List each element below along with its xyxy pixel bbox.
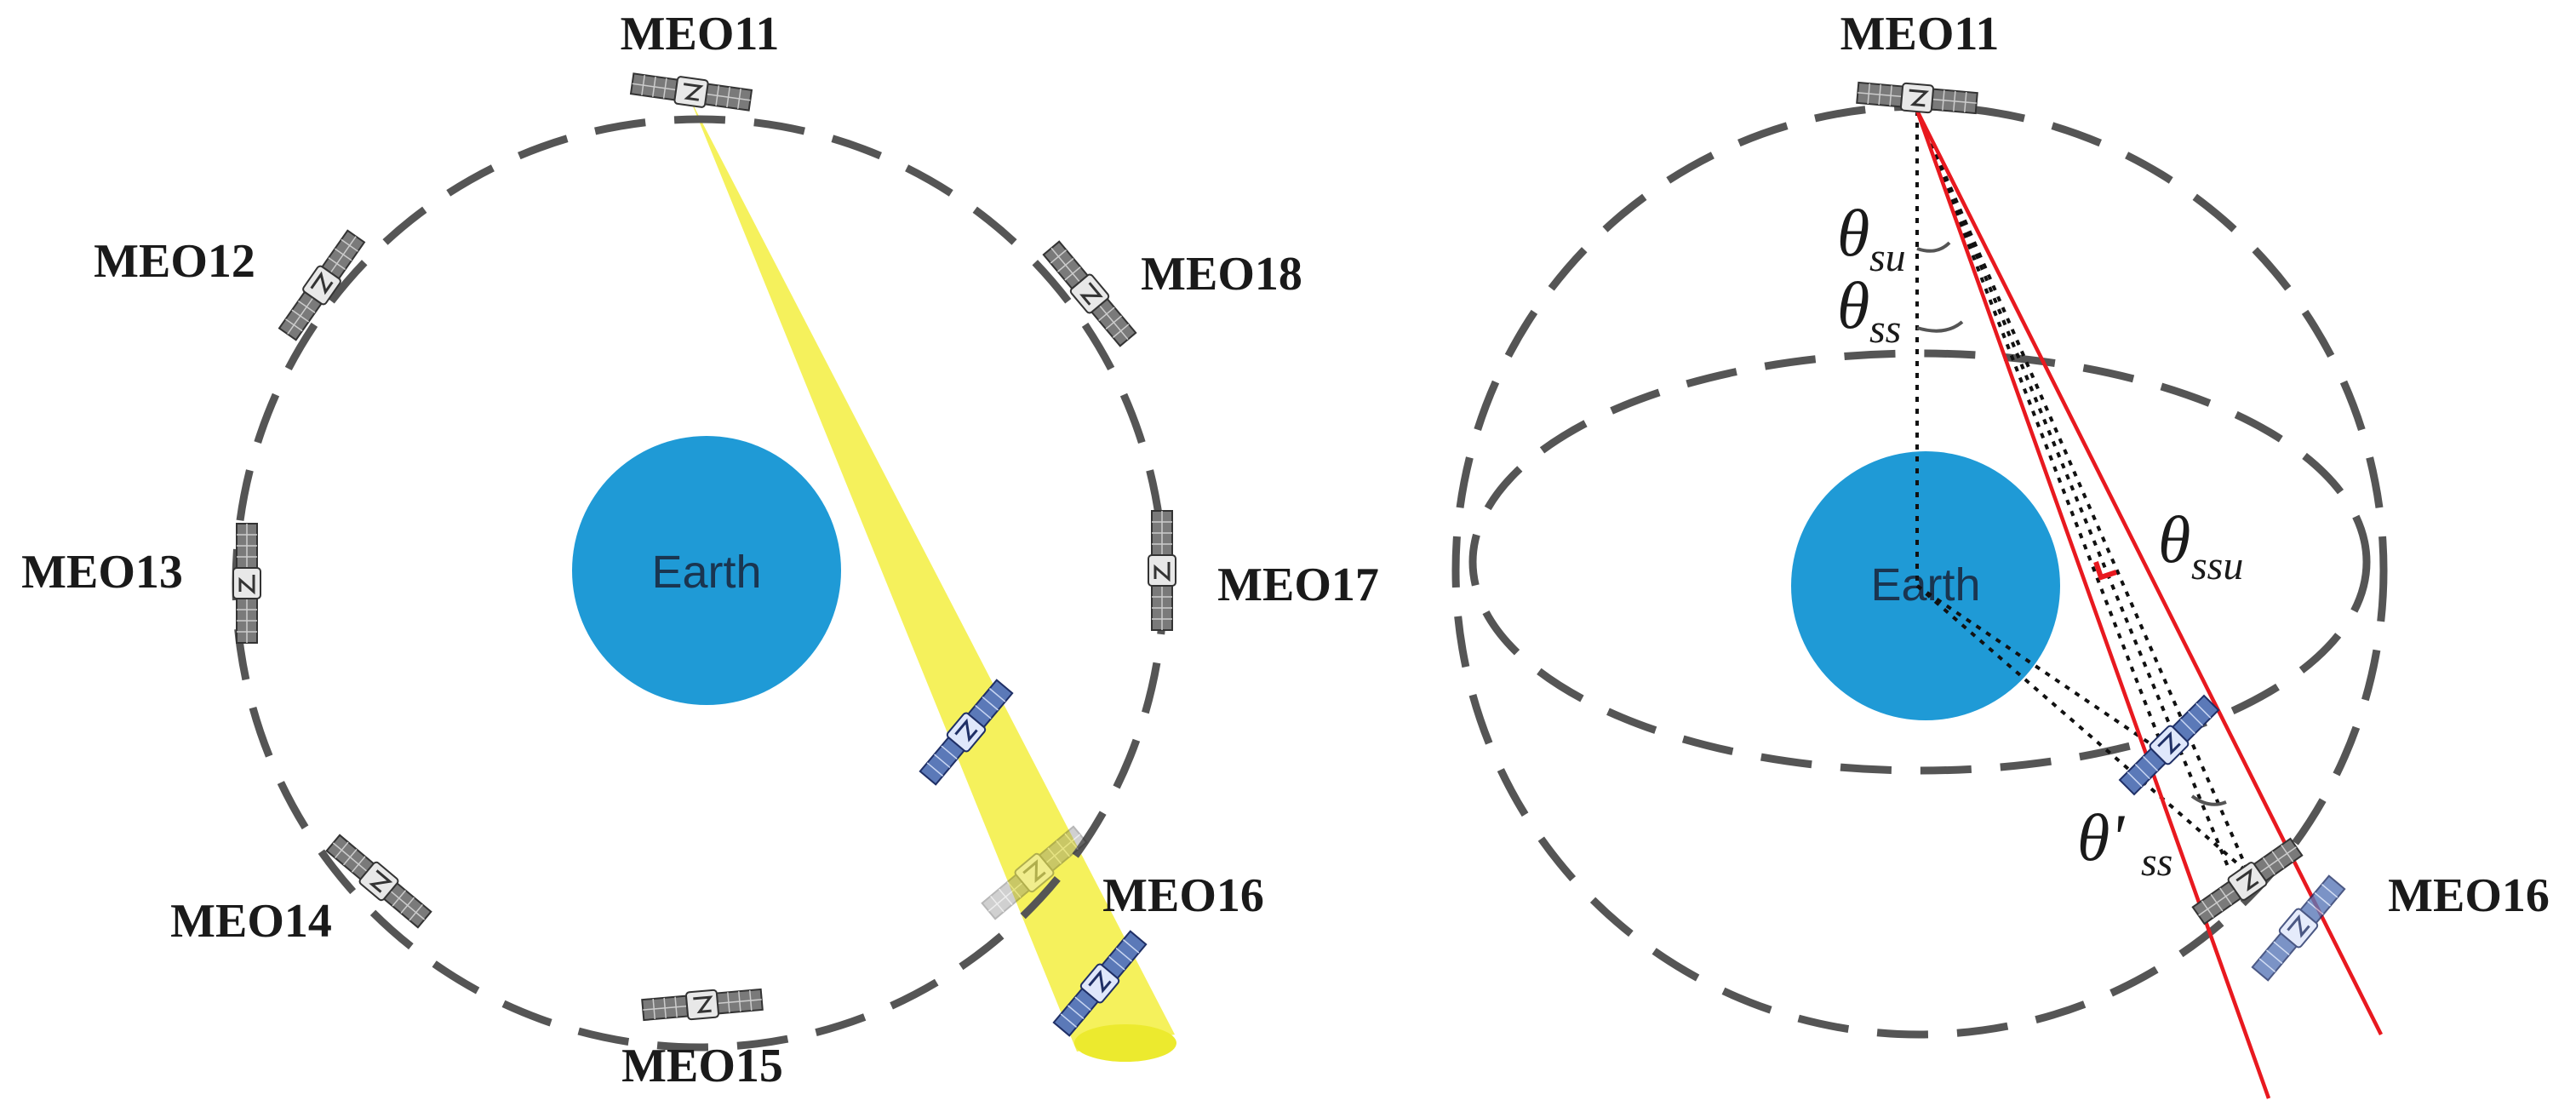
- right-label-meo11: MEO11: [1840, 8, 2000, 60]
- satellite-meo11-icon: [628, 68, 754, 116]
- svg-text:θ: θ: [2158, 502, 2190, 576]
- satellite-meo15-icon: [640, 984, 764, 1025]
- right-satellite-meo16-icon: [2189, 834, 2306, 928]
- svg-text:ss: ss: [2141, 840, 2172, 885]
- red-boundary-lines: [1915, 109, 2384, 1099]
- label-meo11: MEO11: [621, 8, 780, 60]
- coverage-beam: [690, 98, 1175, 1052]
- svg-text:ss: ss: [1869, 307, 1901, 352]
- red-angle-marker: [2093, 561, 2117, 581]
- left-earth: [572, 436, 841, 705]
- satellite-meo13-icon: [232, 522, 262, 645]
- label-meo17: MEO17: [1217, 559, 1379, 611]
- label-meo13: MEO13: [21, 546, 183, 599]
- label-meo14: MEO14: [170, 895, 332, 948]
- right-label-meo16: MEO16: [2388, 869, 2550, 922]
- theta-ss-label: θ ss: [1837, 268, 1901, 352]
- right-panel: Earth MEO11 MEO16: [1451, 8, 2550, 1099]
- label-meo16: MEO16: [1102, 869, 1264, 922]
- left-earth-label: Earth: [651, 547, 761, 598]
- theta-ssu-label: θ ssu: [2158, 502, 2243, 588]
- right-satellite-moving-2-icon: [2248, 872, 2349, 984]
- left-panel: Earth MEO11 MEO12 MEO13 MEO14 MEO15 MEO1…: [21, 8, 1379, 1092]
- label-meo15: MEO15: [621, 1040, 783, 1092]
- svg-text:su: su: [1869, 235, 1906, 280]
- label-meo18: MEO18: [1141, 248, 1302, 301]
- satellite-meo12-icon: [275, 226, 369, 344]
- right-equator-orbit: [1468, 349, 2371, 775]
- satellite-meo17-icon: [1147, 509, 1177, 632]
- theta-prime-ss-label: θ' ss: [2077, 800, 2172, 885]
- coverage-beam-end: [1074, 1024, 1176, 1062]
- right-satellite-moving-icon: [2115, 691, 2223, 799]
- angle-arcs: [1916, 241, 2227, 806]
- label-meo12: MEO12: [94, 235, 255, 288]
- right-earth: [1791, 451, 2060, 720]
- theta-su-label: θ su: [1837, 196, 1906, 280]
- svg-text:ssu: ssu: [2191, 543, 2243, 588]
- svg-text:θ: θ: [1837, 196, 1869, 270]
- right-satellite-meo11-icon: [1855, 77, 1979, 118]
- right-earth-label: Earth: [1870, 559, 1980, 610]
- svg-text:θ: θ: [1837, 268, 1869, 342]
- svg-text:θ': θ': [2077, 800, 2125, 874]
